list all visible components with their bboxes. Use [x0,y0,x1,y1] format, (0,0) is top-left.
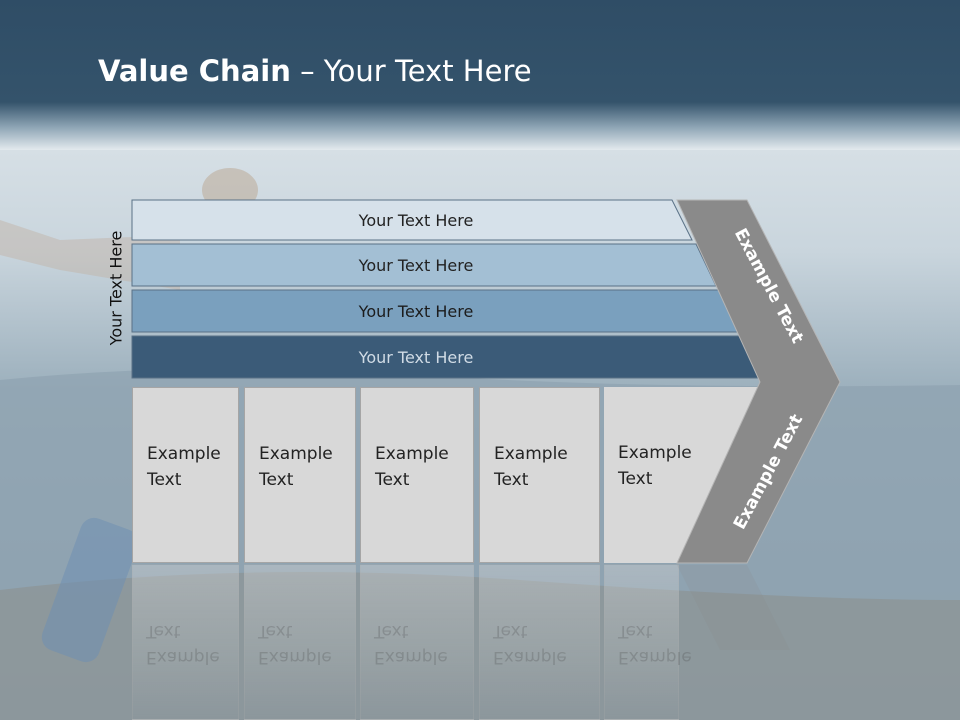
activity-box-reflection [360,564,474,720]
activity-box-line1: Example [147,444,221,464]
activity-box-line1: Example [259,444,333,464]
activity-box-reflection [132,564,239,720]
activity-box-line2: Text [147,470,182,490]
activity-box-line1: Example [494,444,568,464]
activity-box-line2: Text [618,469,653,489]
slide-title: Value Chain – Your Text Here [98,54,532,88]
activity-box-line1: Example [375,444,449,464]
activity-box-line2: Text [375,470,410,490]
activity-box-line2: Text [259,470,294,490]
activity-box-line1: Example [618,443,692,463]
support-row-label: Your Text Here [358,210,474,230]
support-row-label: Your Text Here [358,347,474,367]
activity-box-line2: Text [494,470,529,490]
title-bar [0,0,960,150]
support-row-label: Your Text Here [358,301,474,321]
support-row-label: Your Text Here [358,255,474,275]
